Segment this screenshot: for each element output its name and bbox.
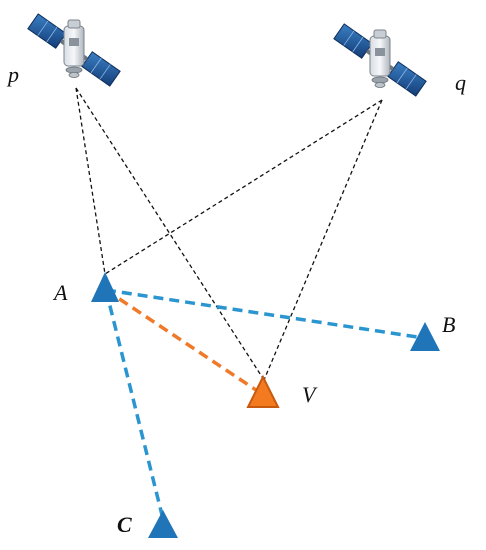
station-b-marker (410, 322, 440, 351)
station-c-marker (148, 510, 178, 538)
station-v-marker (246, 374, 280, 408)
ray-p-a (75, 87, 106, 275)
satellite-q (333, 23, 427, 97)
satellite-rays (75, 87, 383, 381)
satellite-icon (333, 23, 427, 97)
satellite-p (27, 13, 121, 87)
satellite-p-label: p (6, 62, 19, 87)
station-a-marker (91, 272, 119, 302)
ray-q-v (263, 99, 383, 381)
ray-q-a (104, 99, 383, 275)
ray-p-v (75, 87, 265, 381)
station-v-label: V (302, 382, 318, 407)
baseline-a-v (105, 288, 263, 396)
station-b-label: B (442, 312, 455, 337)
baseline-a-b (105, 288, 425, 340)
station-c-label: C (117, 512, 132, 537)
satellite-icon (27, 13, 121, 87)
station-a-label: A (52, 280, 68, 305)
baseline-a-c (104, 289, 164, 516)
baselines (104, 288, 425, 516)
satellite-q-label: q (455, 70, 466, 95)
